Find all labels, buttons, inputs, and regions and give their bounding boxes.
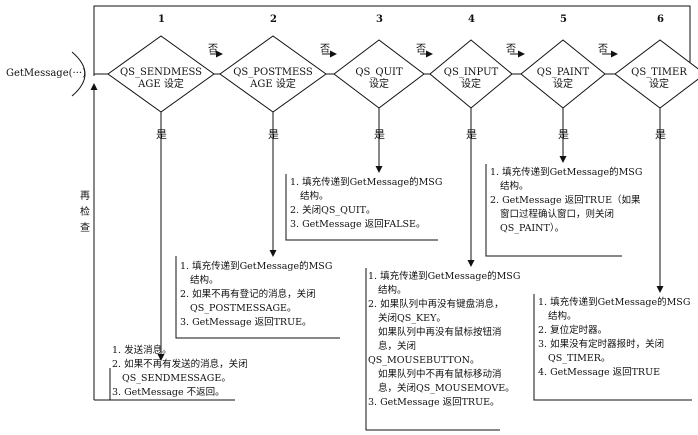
step-number-6: 6 bbox=[657, 14, 664, 25]
decision-5 bbox=[520, 39, 606, 109]
decision-4 bbox=[429, 39, 513, 109]
yes-label-1: 是 bbox=[156, 128, 167, 141]
no-label-5: 否 bbox=[598, 44, 608, 55]
no-label-3: 否 bbox=[416, 44, 426, 55]
decision-6 bbox=[614, 39, 698, 109]
step-number-1: 1 bbox=[158, 14, 165, 25]
decision-2 bbox=[219, 35, 327, 113]
loop-top-line bbox=[93, 5, 691, 76]
no-label-2: 否 bbox=[320, 44, 330, 55]
step-number-2: 2 bbox=[270, 14, 277, 25]
result-bracket-4 bbox=[365, 268, 500, 431]
result-box-4: 1. 填充传递到GetMessage的MSG 结构。 2. 如果队列中再没有键盘… bbox=[368, 271, 521, 408]
recheck-char-2: 检 bbox=[80, 207, 90, 218]
result-box-2: 1. 填充传递到GetMessage的MSG 结构。 2. 如果不再有登记的消息… bbox=[180, 261, 333, 328]
result-bracket-5 bbox=[485, 164, 622, 257]
result-bracket-2 bbox=[175, 256, 340, 339]
step-number-5: 5 bbox=[560, 14, 567, 25]
yes-label-5: 是 bbox=[558, 128, 569, 141]
start-label: GetMessage(···) bbox=[6, 68, 86, 79]
start-terminator bbox=[71, 51, 86, 97]
step-number-4: 4 bbox=[468, 14, 475, 25]
result-bracket-6 bbox=[533, 294, 692, 401]
yes-label-3: 是 bbox=[374, 128, 385, 141]
result-box-6: 1. 填充传递到GetMessage的MSG 结构。 2. 复位定时器。 3. … bbox=[538, 297, 691, 378]
result-box-5: 1. 填充传递到GetMessage的MSG 结构。 2. GetMessage… bbox=[490, 167, 643, 234]
yes-label-4: 是 bbox=[466, 128, 477, 141]
yes-label-2: 是 bbox=[268, 128, 279, 141]
recheck-char-1: 再 bbox=[80, 191, 90, 202]
decision-3 bbox=[333, 39, 425, 109]
no-label-1: 否 bbox=[208, 44, 218, 55]
step-number-3: 3 bbox=[376, 14, 383, 25]
result-bracket-3 bbox=[285, 174, 438, 241]
result-box-1: 1. 发送消息。 2. 如果不再有发送的消息，关闭 QS_SENDMESSAGE… bbox=[112, 345, 248, 398]
yes-label-6: 是 bbox=[655, 128, 666, 141]
decision-1 bbox=[107, 35, 215, 113]
no-label-4: 否 bbox=[506, 44, 516, 55]
recheck-char-3: 查 bbox=[80, 223, 90, 234]
result-box-3: 1. 填充传递到GetMessage的MSG 结构。 2. 关闭QS_QUIT。… bbox=[290, 177, 443, 230]
